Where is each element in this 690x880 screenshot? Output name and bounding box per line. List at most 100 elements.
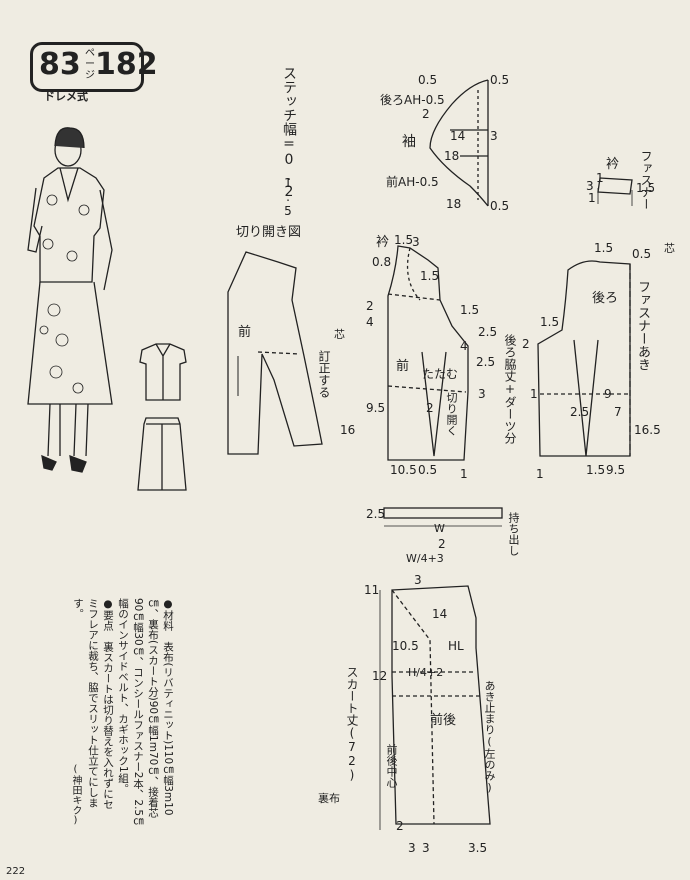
label-hip-calc: H/4+2 [408, 666, 443, 679]
slash-diagram-front [227, 251, 323, 455]
label-skirt-length: スカート丈(72) [345, 666, 359, 782]
label-lining: 裏布 [318, 791, 340, 805]
label-side-dart-note: 後ろ脇丈+ダーツ分 [503, 334, 517, 444]
label-opening-stop: あき止まり(左のみ) [483, 680, 496, 794]
label-front-back: 前後 [430, 712, 456, 728]
label-fold: たたむ [422, 367, 458, 381]
label-back-15c: 1.5 [586, 463, 605, 477]
label-slash-diagram: 切り開き図 [236, 225, 301, 240]
label-zipper: ファスナー [639, 150, 653, 210]
page-number: 182 [95, 47, 158, 82]
label-front-15a: 1.5 [394, 233, 413, 247]
label-front-16: 16 [340, 423, 355, 437]
label-back-05: 0.5 [632, 247, 651, 261]
label-waistband-2: 2 [438, 537, 446, 551]
collar-pattern [597, 177, 633, 206]
pattern-number: 83 [39, 47, 81, 82]
note-line: ㎝、裏布(スカート分)90㎝幅1m70㎝、接着芯 [147, 598, 159, 818]
bodice-front-pattern [387, 245, 469, 461]
note-line: 90㎝幅30㎝、コンシールファスナー2本、2.5㎝ [132, 598, 144, 827]
label-front-4b: 4 [460, 339, 468, 353]
fashion-illustration [27, 127, 113, 473]
label-front-2: 2 [366, 299, 374, 313]
page-label: ページ [85, 48, 95, 81]
label-skirt-3b: 3 [422, 841, 430, 855]
label-skirt-105: 10.5 [392, 639, 419, 653]
label-front-05: 0.5 [418, 463, 437, 477]
label-collar-1b: 1 [588, 191, 596, 205]
label-sleeve-05b: 0.5 [490, 73, 509, 87]
label-back-15b: 1.5 [540, 315, 559, 329]
label-interfacing-1: 芯 [334, 327, 345, 341]
note-line: ●要点 裏スカートは切り替えを入れずにセ [102, 598, 114, 810]
label-correction: 訂正する [317, 350, 331, 398]
label-waistband-w: W [434, 522, 445, 535]
label-back-7: 7 [614, 405, 622, 419]
label-waistband-25: 2.5 [366, 507, 385, 521]
label-skirt-11: 11 [364, 583, 379, 597]
label-extension: 持ち出し [507, 512, 520, 556]
note-line: ●材料 表布(リバティニット)110㎝幅3m10 [162, 598, 174, 816]
label-hl: HL [448, 639, 464, 653]
note-line: ミフレアに裁ち、脇でスリット仕立てにしま [87, 598, 99, 808]
label-sleeve-18a: 18 [444, 149, 459, 163]
label-front-2b: 2 [426, 401, 434, 415]
designer-credit: (神田キク) [70, 764, 81, 826]
label-collar-front: 衿 [376, 235, 389, 250]
drafting-method: ドレメ式 [44, 90, 88, 103]
label-slash-open: 切り開く [445, 392, 458, 436]
label-back-165: 16.5 [634, 423, 661, 437]
label-back-armhole: 後ろAH-0.5 [380, 93, 445, 107]
label-back: 後ろ [592, 291, 618, 306]
label-cf-cb: 前後中心 [385, 744, 398, 788]
label-front-95: 9.5 [366, 401, 385, 415]
label-interfacing-2: 芯 [664, 241, 675, 255]
label-sleeve-3: 3 [490, 129, 498, 143]
label-back-25: 2.5 [570, 405, 589, 419]
label-collar-small: 衿 [606, 157, 619, 172]
label-front-armhole: 前AH-0.5 [386, 174, 439, 189]
label-skirt-3: 3 [414, 573, 422, 587]
label-collar-3: 3 [586, 179, 594, 193]
skirt-pattern [379, 585, 491, 830]
label-front-3b: 3 [478, 387, 486, 401]
label-front-105: 10.5 [390, 463, 417, 477]
label-collar-1a: 1 [596, 171, 604, 185]
label-front-08: 0.8 [372, 255, 391, 269]
label-skirt-3a: 3 [408, 841, 416, 855]
label-sleeve-18b: 18 [446, 197, 461, 211]
label-front-4a: 4 [366, 315, 374, 329]
label-front-25b: 2.5 [476, 355, 495, 369]
sleeve-pattern [429, 79, 489, 207]
materials-notes: ●材料 表布(リバティニット)110㎝幅3m10 ㎝、裏布(スカート分)90㎝幅… [70, 598, 175, 868]
label-stitch-value: 1.5 [281, 176, 295, 218]
label-front-1: 1 [460, 467, 468, 481]
label-front-25a: 2.5 [478, 325, 497, 339]
label-back-1b: 1 [536, 467, 544, 481]
label-sleeve-14: 14 [450, 129, 465, 143]
waistband-pattern [383, 507, 503, 527]
label-front: 前 [396, 358, 409, 374]
label-sleeve: 袖 [402, 134, 416, 150]
label-skirt-12: 12 [372, 669, 387, 683]
label-front-3: 3 [412, 235, 420, 249]
bodice-back-pattern [537, 260, 631, 457]
label-collar-15: 1.5 [636, 181, 655, 195]
flat-sketch-skirt [137, 417, 187, 491]
label-stitch-width: ステッチ幅=0.2 [281, 66, 297, 200]
label-sleeve-05c: 0.5 [490, 199, 509, 213]
label-zipper-opening: ファスナーあき [635, 280, 650, 371]
label-front-15b: 1.5 [420, 269, 439, 283]
label-slash-front: 前 [238, 324, 251, 340]
label-back-1: 1 [530, 387, 538, 401]
label-back-95: 9.5 [606, 463, 625, 477]
label-sleeve-05a: 0.5 [418, 73, 437, 87]
label-waist-calc: W/4+3 [406, 552, 444, 565]
label-skirt-14: 14 [432, 607, 447, 621]
label-back-2: 2 [522, 337, 530, 351]
label-front-15c: 1.5 [460, 303, 479, 317]
label-skirt-2: 2 [396, 819, 404, 833]
label-sleeve-2: 2 [422, 107, 430, 121]
label-back-9: 9 [604, 387, 612, 401]
